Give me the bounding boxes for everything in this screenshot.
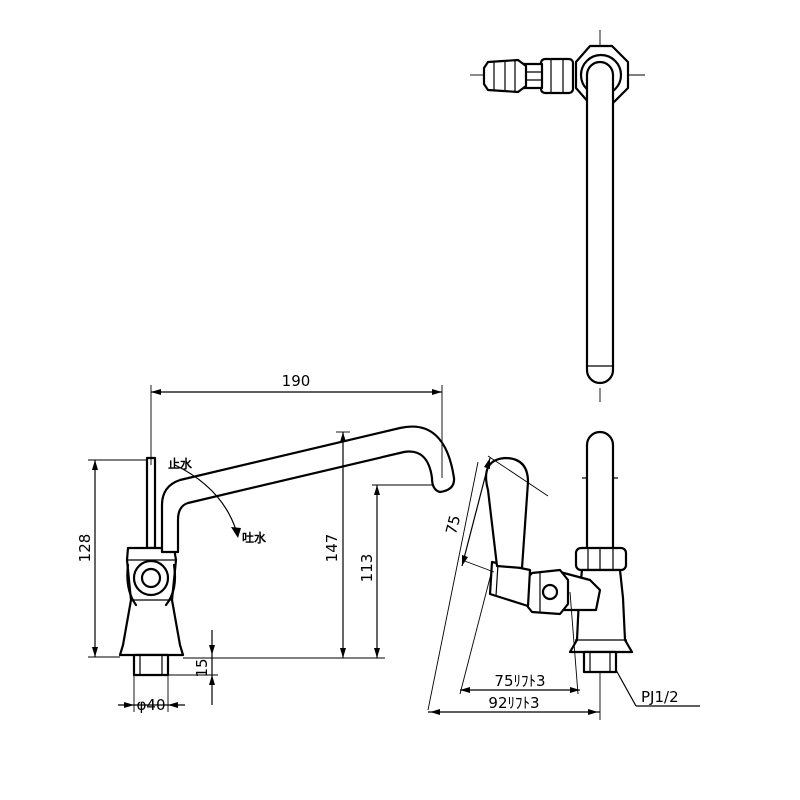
dim-reach-75: 75ﾘﾌﾄ3	[494, 672, 545, 690]
front-lever	[145, 456, 157, 550]
top-view	[470, 30, 645, 402]
label-discharge: 吐水	[242, 530, 267, 545]
label-shutoff: 止水	[168, 456, 193, 471]
dim-190: 190	[282, 372, 311, 390]
dim-15: 15	[193, 658, 211, 677]
front-view: 止水 吐水 190 128 147 113 15	[76, 372, 456, 714]
label-thread-size: PJ1/2	[641, 688, 679, 706]
side-spout	[585, 430, 615, 554]
dim-128: 128	[76, 534, 94, 563]
top-spout-tube	[585, 60, 615, 385]
side-collar	[574, 546, 628, 572]
front-thread	[132, 653, 170, 677]
dim-113: 113	[358, 554, 376, 583]
front-valve-ring	[132, 559, 170, 597]
side-thread	[582, 650, 618, 674]
top-valve-body	[539, 57, 575, 95]
dim-reach-92: 92ﾘﾌﾄ3	[488, 694, 539, 712]
dim-147: 147	[323, 534, 341, 563]
dim-angle-75: 75	[442, 513, 464, 536]
side-lever	[484, 456, 530, 570]
front-spout	[160, 425, 456, 554]
side-handle-block	[488, 560, 532, 608]
dim-diameter-40: φ40	[137, 696, 166, 714]
side-view: 75 75ﾘﾌﾄ3 92ﾘﾌﾄ3 PJ1/2	[427, 430, 700, 720]
